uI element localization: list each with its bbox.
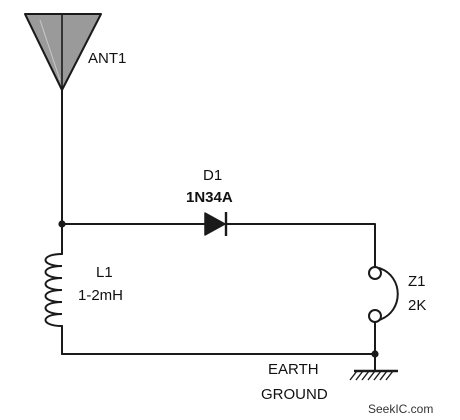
antenna-label: ANT1	[88, 50, 126, 67]
inductor-value: 1-2mH	[78, 287, 123, 304]
watermark: SeekIC.com	[368, 402, 433, 416]
diode-symbol	[204, 212, 228, 236]
ground-symbol	[349, 354, 398, 381]
antenna-symbol	[24, 13, 102, 91]
ground-label-line2: GROUND	[261, 386, 328, 403]
diode-part-number: 1N34A	[186, 189, 233, 206]
inductor-coil	[44, 253, 63, 327]
headphone-symbol	[368, 266, 399, 323]
diode-designator: D1	[203, 167, 222, 184]
ground-label-line1: EARTH	[268, 361, 319, 378]
headphone-value: 2K	[408, 297, 426, 314]
inductor-designator: L1	[96, 264, 113, 281]
headphone-designator: Z1	[408, 273, 426, 290]
top-wire-right	[225, 223, 376, 269]
